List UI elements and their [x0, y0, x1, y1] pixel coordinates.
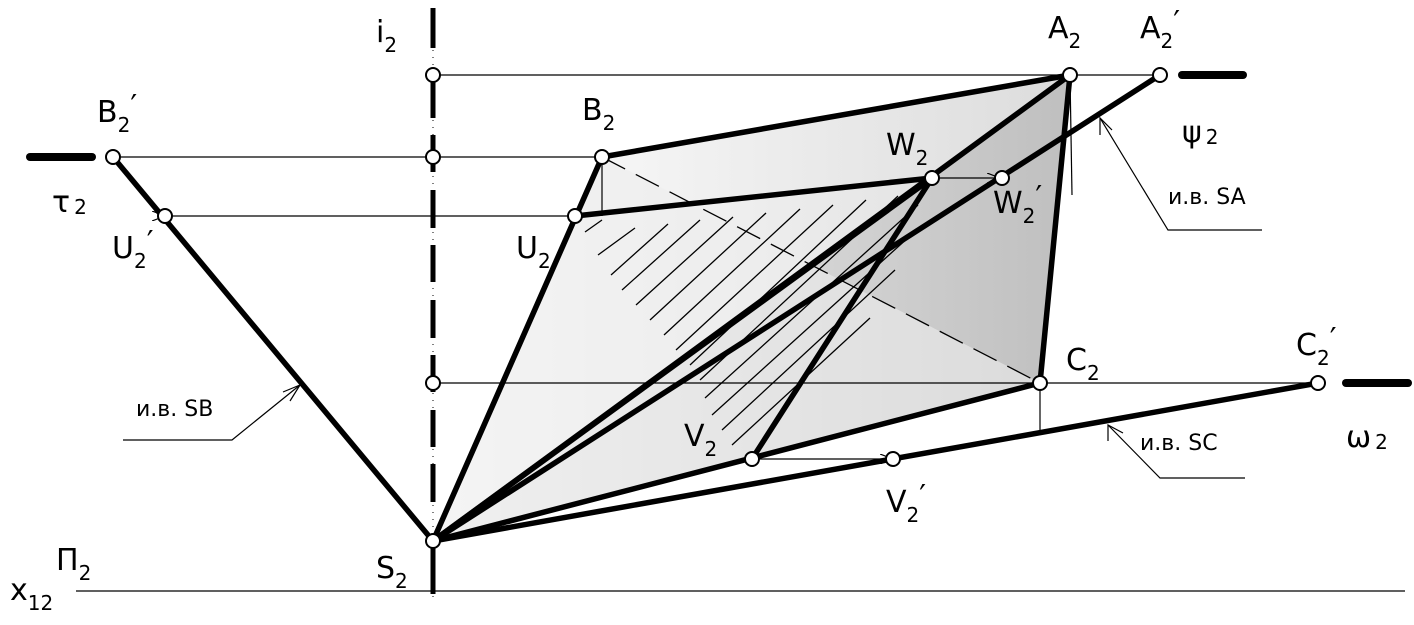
point-a2p: [1152, 67, 1168, 83]
edge-ac: [1037, 72, 1073, 386]
section-uw: [572, 175, 935, 219]
point-c2: [1032, 375, 1048, 391]
label-x12: x12: [10, 573, 53, 615]
point-b2p: [105, 149, 121, 165]
point-w2p: [994, 170, 1010, 186]
label-v2p: V2′: [886, 479, 926, 527]
point-a2: [1062, 67, 1078, 83]
plane-traces: [26, 71, 1412, 387]
point-u2p: [157, 208, 173, 224]
label-a2p: A2′: [1140, 5, 1180, 53]
edge-ab: [599, 72, 1073, 160]
edge-sc: [430, 380, 1043, 544]
label-b2p: B2′: [97, 89, 137, 137]
point-u2: [567, 208, 583, 224]
pyramid-edges: [110, 72, 1321, 544]
true-length-sa: [430, 72, 1163, 544]
section-wv: [749, 175, 935, 462]
point-labels: i2 A2 A2′ B2 B2′ C2 C2′ S2 U2 U2′ W2 W2′…: [10, 5, 1388, 615]
hidden-edge-bc: [601, 156, 1041, 384]
label-s2: S2: [376, 551, 408, 593]
label-c2p: C2′: [1296, 322, 1337, 370]
point-i2-b: [425, 149, 441, 165]
label-w2: W2: [886, 128, 928, 170]
note-arrowheads: [282, 116, 1124, 441]
point-v2p: [885, 451, 901, 467]
point-c2p: [1310, 375, 1326, 391]
point-i2-c: [425, 375, 441, 391]
point-v2: [744, 451, 760, 467]
label-i2: i2: [376, 15, 397, 57]
point-s2: [425, 533, 441, 549]
note-sb: и.в. SB: [136, 397, 213, 422]
projection-lines: [76, 74, 1405, 592]
section-sw: [430, 175, 935, 544]
point-b2: [594, 149, 610, 165]
points: [105, 67, 1326, 549]
label-b2: B2: [582, 93, 615, 135]
note-sc: и.в. SC: [1140, 431, 1218, 456]
point-i2-a: [425, 67, 441, 83]
label-a2: A2: [1048, 11, 1081, 53]
label-c2: C2: [1066, 343, 1100, 385]
label-u2: U2: [516, 231, 551, 273]
note-sa: и.в. SA: [1168, 185, 1246, 210]
true-length-notes: и.в. SA и.в. SB и.в. SC: [136, 185, 1246, 456]
true-length-sc: [430, 380, 1321, 544]
label-u2p: U2′: [112, 225, 154, 273]
point-w2: [924, 170, 940, 186]
note-leaders: [123, 117, 1262, 479]
label-pi2: Π2: [56, 543, 91, 585]
label-v2: V2: [684, 419, 717, 461]
label-w2p: W2′: [993, 180, 1042, 228]
